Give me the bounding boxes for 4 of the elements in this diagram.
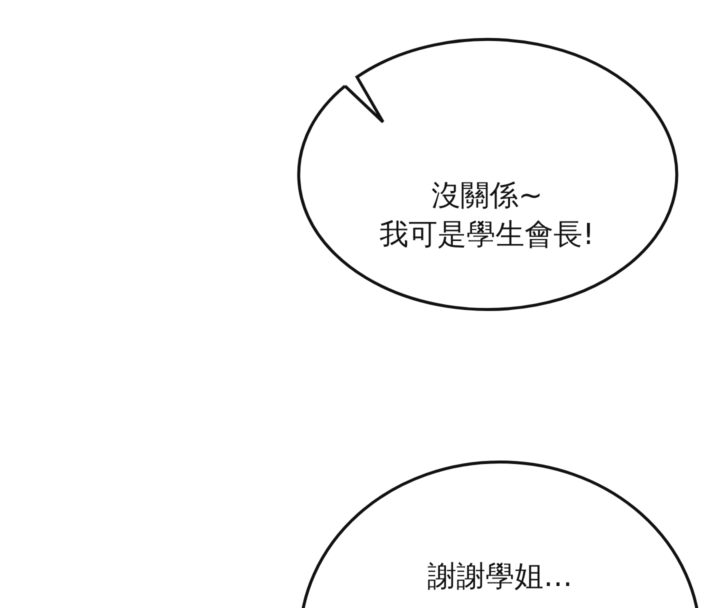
speech-bubble [296,38,678,312]
dialogue-text: 謝謝學姐… [426,558,574,595]
dialogue-text: 沒關係~ [430,177,544,214]
dialogue-text: 我可是學生會長! [378,216,596,253]
